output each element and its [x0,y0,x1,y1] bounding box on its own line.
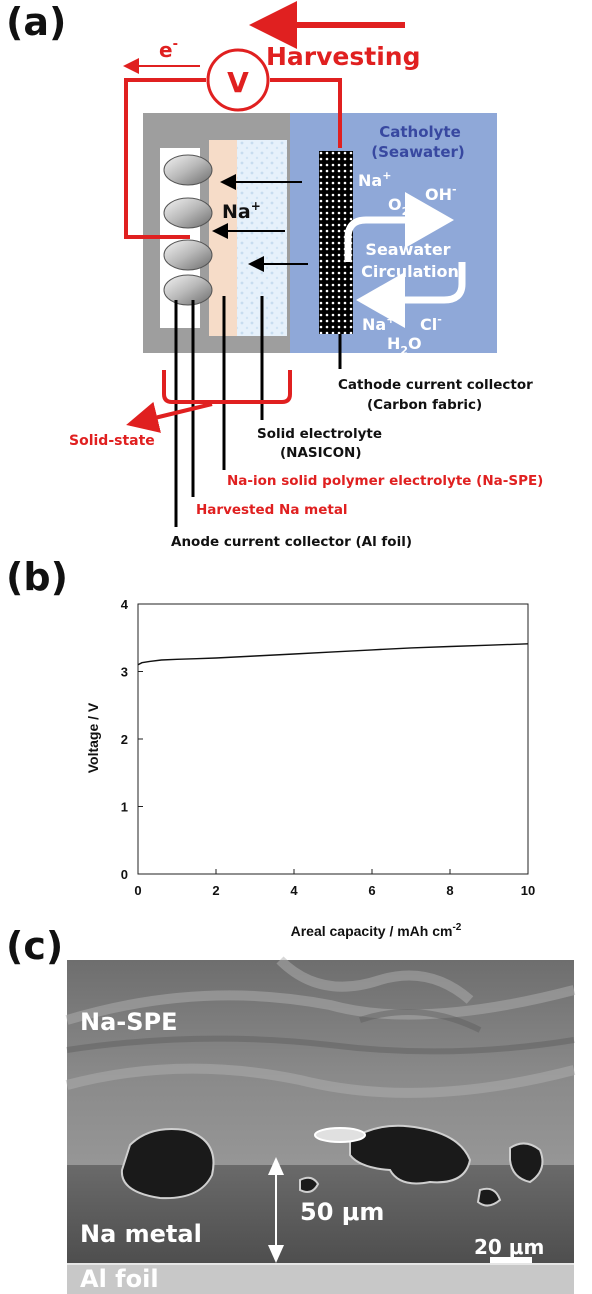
scale-bar [490,1257,532,1263]
panel-a-label: (a) [6,0,67,44]
circulation-label-2: Circulation [361,262,459,281]
electron-label: e [159,38,173,62]
catholyte-label: Catholyte [379,123,461,141]
na-metal-sem-label: Na metal [80,1220,202,1248]
svg-text:Areal capacity / mAh cm-2: Areal capacity / mAh cm-2 [291,922,462,939]
panel-c-label: (c) [6,924,64,968]
sem-image: Na-SPE Na metal Al foil 50 μm 20 μm [65,956,576,1294]
carbon-fabric-label: (Carbon fabric) [367,397,482,413]
x-tick-label: 8 [446,883,453,898]
harvested-na-label: Harvested Na metal [196,502,348,518]
x-tick-label: 4 [290,883,298,898]
thickness-label: 50 μm [300,1198,384,1226]
svg-text:OH-: OH- [425,183,457,204]
na-spe-label: Na-ion solid polymer electrolyte (Na-SPE… [227,473,543,489]
na-spe-sem-label: Na-SPE [80,1008,178,1036]
x-tick-label: 6 [368,883,375,898]
plot-frame [137,603,529,875]
y-tick-label: 1 [121,800,128,815]
scale-bar-label: 20 μm [474,1235,544,1259]
solid-state-bracket [162,370,292,404]
seawater-label: (Seawater) [371,143,465,161]
y-tick-label: 2 [121,732,128,747]
svg-text:Na+: Na+ [358,169,391,190]
svg-text:Cl-: Cl- [420,313,442,334]
battery-schematic: V e- Harvesting Catholyte (Seawater) Na+… [69,1,543,550]
voltmeter [206,48,270,112]
na-metal-disks [163,154,213,306]
svg-text:e-: e- [159,37,178,62]
solid-state-label: Solid-state [69,433,155,449]
nasicon-label: (NASICON) [280,445,362,461]
na-ion-label: Na [222,201,251,223]
external-circuit [124,78,342,239]
x-tick-label: 0 [134,883,141,898]
circulation-label-1: Seawater [365,240,450,259]
voltmeter-label: V [227,66,249,99]
panel-b-label: (b) [6,555,68,599]
svg-text:Na+: Na+ [222,199,261,223]
harvesting-label: Harvesting [266,42,420,71]
al-foil-sem-label: Al foil [80,1265,159,1293]
circulation-arrow [344,192,466,328]
solid-electrolyte-label: Solid electrolyte [257,426,382,442]
y-tick-label: 4 [121,597,129,612]
anode-cc-label: Anode current collector (Al foil) [171,534,412,550]
y-axis-label: Voltage / V [85,702,101,773]
x-tick-label: 2 [212,883,219,898]
cathode-cc-label: Cathode current collector [338,377,533,393]
voltage-series-line [137,643,529,666]
x-axis-label: Areal capacity / mAh cm [291,923,453,939]
y-tick-label: 0 [121,867,128,882]
x-tick-label: 10 [521,883,535,898]
y-tick-label: 3 [121,665,128,680]
svg-text:H2O: H2O [387,334,422,357]
voltage-chart: 0 2 4 6 8 10 0 1 2 3 4 Voltage / V Areal capacity … [85,597,535,939]
